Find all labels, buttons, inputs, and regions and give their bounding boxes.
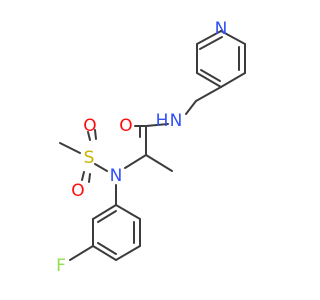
atom-label-n1: N: [110, 166, 123, 186]
bond: [94, 163, 108, 172]
bond: [199, 36, 223, 50]
atom-label-s: S: [84, 148, 95, 168]
bond: [145, 154, 173, 172]
bond: [97, 242, 117, 255]
bond: [69, 245, 94, 261]
bond: [220, 72, 246, 88]
bond: [115, 204, 141, 220]
atom-label-o2: O: [71, 181, 84, 201]
bond: [195, 86, 222, 102]
bond: [87, 131, 91, 141]
bond: [196, 30, 222, 45]
atom-label-o3: O: [119, 116, 132, 136]
bond: [59, 142, 81, 154]
bond: [81, 171, 85, 181]
bond: [124, 154, 147, 169]
bond: [92, 204, 117, 220]
atom-label-h: H: [156, 111, 169, 131]
bond: [200, 69, 221, 82]
atom-label-o1: O: [83, 116, 96, 136]
bonds: [59, 30, 246, 261]
bond: [115, 245, 141, 261]
molecule-structure: N N H O O S O N F: [56, 19, 246, 276]
bond: [220, 30, 246, 45]
bond: [196, 72, 222, 88]
bond: [97, 210, 117, 223]
bond: [145, 123, 169, 127]
bond: [88, 173, 91, 183]
atom-label-n3: N: [215, 19, 228, 39]
bond: [185, 100, 197, 115]
atom-label-n2: N: [170, 111, 183, 131]
atom-label-f: F: [56, 256, 66, 276]
bond: [92, 245, 117, 261]
atom-labels: N N H O O S O N F: [56, 19, 227, 276]
bond: [94, 129, 97, 140]
